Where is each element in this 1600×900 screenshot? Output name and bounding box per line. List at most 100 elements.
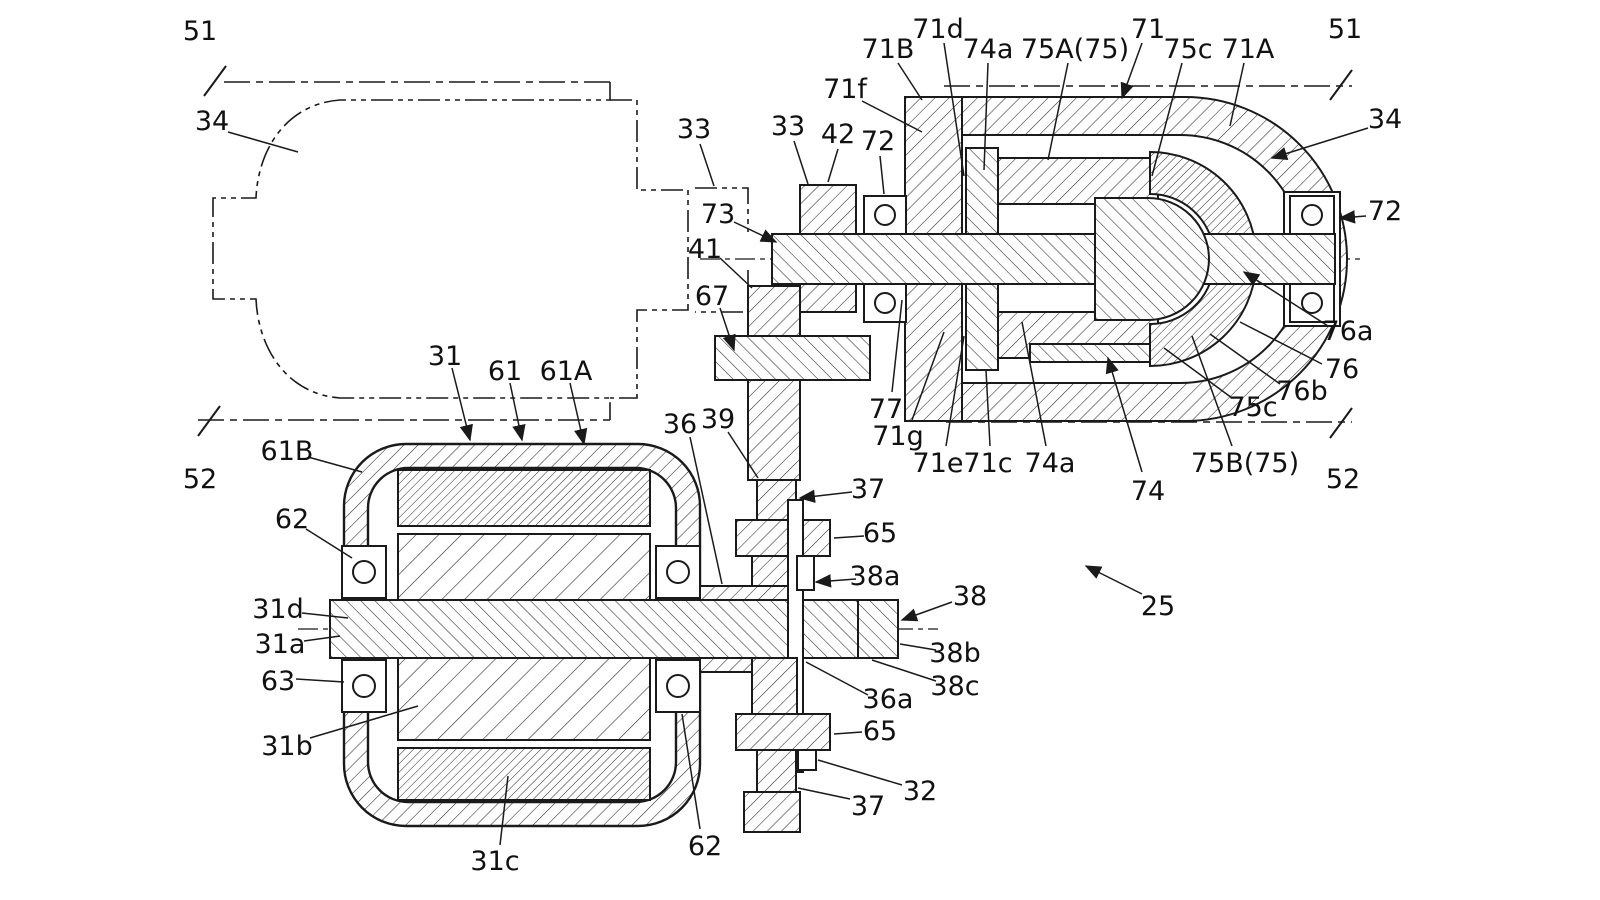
bearing-ball (1301, 204, 1323, 226)
ref-label-38: 38 (953, 581, 987, 612)
leader-line-34 (1270, 127, 1369, 160)
ref-label-34: 34 (1368, 104, 1402, 135)
ref-label-37: 37 (851, 791, 885, 822)
leader-lines (227, 42, 1369, 846)
ref-label-76: 76 (1325, 354, 1359, 385)
section-tick (1329, 407, 1353, 439)
ref-label-71f: 71f (823, 74, 868, 105)
ref-label-33: 33 (771, 111, 805, 142)
leader-line-38 (900, 601, 953, 622)
ref-label-32: 32 (903, 776, 937, 807)
ref-label-62: 62 (688, 831, 722, 862)
leader-line-74a (1021, 321, 1047, 447)
clutch-rod-upper-75A (997, 157, 1159, 205)
leader-line-41 (719, 257, 753, 289)
upper-shaft-group (771, 184, 1336, 321)
leader-line-31c (499, 775, 509, 846)
ref-label-31: 31 (428, 341, 462, 372)
upper-shaft-bearings (863, 191, 1341, 327)
spacer-37-lower (756, 749, 797, 793)
output-shaft-38 (802, 599, 899, 659)
leader-line-71e (945, 335, 965, 447)
shaft-73 (771, 233, 1336, 285)
bearing-ball (352, 560, 376, 584)
leader-line-67 (719, 307, 736, 352)
ref-label-63: 63 (261, 666, 295, 697)
ref-label-51: 51 (183, 16, 217, 47)
ref-label-74a: 74a (963, 34, 1014, 65)
section-tick (197, 405, 221, 437)
ref-label-31d: 31d (252, 594, 304, 625)
leader-line-25 (1084, 565, 1143, 595)
leader-line-71f (861, 100, 923, 133)
leader-line-75B(75) (1191, 335, 1233, 447)
leader-line-33 (699, 143, 715, 187)
leader-line-31d (301, 612, 349, 619)
clutch-bracket-upper-71d (965, 147, 999, 235)
bearing-ball (666, 560, 690, 584)
leader-line-72 (879, 155, 885, 195)
counter-column-lower (751, 657, 798, 715)
ref-label-42: 42 (821, 119, 855, 150)
leader-line-63 (295, 678, 345, 683)
leader-line-71 (1120, 42, 1143, 100)
ref-label-75A(75): 75A(75) (1021, 34, 1129, 65)
leader-line-39 (727, 431, 759, 479)
housing-left-wall-71B-upper (904, 96, 963, 235)
leader-line-74a (983, 62, 989, 171)
bearing-ball (1301, 292, 1323, 314)
leader-line-33 (793, 140, 809, 185)
ref-label-76a: 76a (1323, 316, 1374, 347)
clutch-wedge-lower-76b (1149, 265, 1258, 368)
leader-line-31a (303, 635, 341, 642)
ref-label-25: 25 (1141, 591, 1175, 622)
ref-label-71A: 71A (1222, 34, 1275, 65)
ref-label-71B: 71B (862, 34, 915, 65)
ref-label-73: 73 (701, 199, 735, 230)
leader-line-71B (897, 62, 923, 101)
leader-line-36a (805, 661, 869, 696)
leader-line-71g (911, 331, 945, 421)
ref-label-31c: 31c (470, 846, 519, 877)
ref-label-38c: 38c (930, 671, 979, 702)
housing-left-wall-71B-lower (904, 283, 963, 422)
leader-line-72 (1338, 210, 1367, 224)
leader-line-65 (833, 535, 865, 539)
ref-label-51: 51 (1328, 14, 1362, 45)
ref-label-71g: 71g (872, 421, 924, 452)
leader-line-31b (309, 705, 419, 739)
bearing-ball (666, 674, 690, 698)
ref-label-71e: 71e (913, 448, 964, 479)
ref-label-38a: 38a (850, 561, 901, 592)
leader-line-31 (451, 367, 473, 442)
leader-line-77 (891, 299, 903, 393)
ref-label-75c: 75c (1163, 34, 1212, 65)
ref-label-76b: 76b (1276, 376, 1328, 407)
leader-line-36 (689, 436, 723, 585)
leader-line-61B (307, 456, 363, 473)
leader-line-42 (827, 148, 839, 183)
ref-label-74: 74 (1131, 476, 1165, 507)
leader-line-75c (1151, 62, 1183, 177)
ref-label-61: 61 (488, 356, 522, 387)
gear-36-upper (699, 585, 791, 601)
leader-line-76a (1242, 271, 1329, 327)
motor-housing-61 (342, 442, 702, 828)
column-foot-39 (743, 791, 801, 833)
tab-38a (796, 555, 815, 591)
ref-label-72: 72 (1368, 196, 1402, 227)
ref-label-75c: 75c (1228, 392, 1277, 423)
leader-line-38b (899, 643, 937, 651)
gear-65-lower (735, 713, 831, 751)
ref-label-34: 34 (195, 106, 229, 137)
bearing-72-left-upper (863, 195, 907, 235)
motor-shaft-31a (329, 599, 789, 659)
leader-line-61 (509, 382, 526, 442)
leader-line-74 (1105, 356, 1143, 473)
leader-line-37 (797, 787, 851, 800)
ref-label-71c: 71c (963, 448, 1012, 479)
ref-label-52: 52 (183, 464, 217, 495)
leader-line-32 (817, 759, 903, 786)
leader-line-65 (833, 731, 863, 735)
